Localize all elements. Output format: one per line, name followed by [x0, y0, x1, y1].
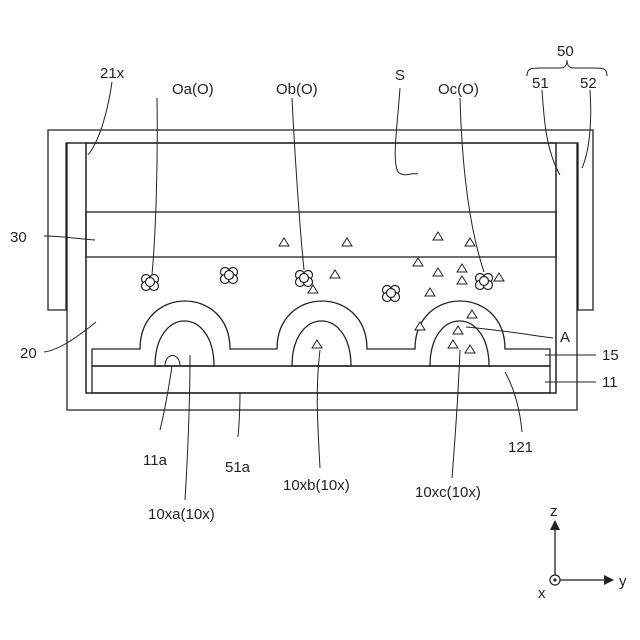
label-s: S [395, 67, 405, 84]
label-oc: Oc(O) [438, 81, 479, 98]
label-a: A [560, 329, 570, 346]
label-52: 52 [580, 75, 597, 92]
substrate-11 [92, 366, 550, 393]
outer-housing-52 [48, 130, 593, 310]
label-30: 30 [10, 229, 27, 246]
labels: 50 51 52 21x Oa(O) Ob(O) Oc(O) S 30 20 A… [10, 43, 619, 523]
axis-label-y: y [619, 573, 627, 590]
label-15: 15 [602, 347, 619, 364]
label-10xb: 10xb(10x) [283, 477, 350, 494]
label-11: 11 [602, 374, 618, 391]
brace-50 [527, 60, 607, 76]
dome-10xa [155, 321, 214, 366]
z-arrowhead [550, 520, 560, 530]
axes-indicator: z y x [538, 503, 627, 602]
label-121: 121 [508, 439, 533, 456]
label-10xa: 10xa(10x) [148, 506, 215, 523]
label-oa: Oa(O) [172, 81, 214, 98]
axis-label-x: x [538, 585, 546, 602]
label-ob: Ob(O) [276, 81, 318, 98]
label-20: 20 [20, 345, 37, 362]
label-51a: 51a [225, 459, 251, 476]
hole-11a [165, 356, 180, 367]
label-21x: 21x [100, 65, 125, 82]
axis-label-z: z [550, 503, 558, 520]
leader-lines [44, 82, 596, 500]
label-51: 51 [532, 75, 549, 92]
layer-30 [86, 212, 556, 257]
label-50: 50 [557, 43, 574, 60]
dome-10xb [292, 321, 351, 366]
label-11a: 11a [143, 452, 168, 469]
label-10xc: 10xc(10x) [415, 484, 481, 501]
y-arrowhead [604, 575, 614, 585]
